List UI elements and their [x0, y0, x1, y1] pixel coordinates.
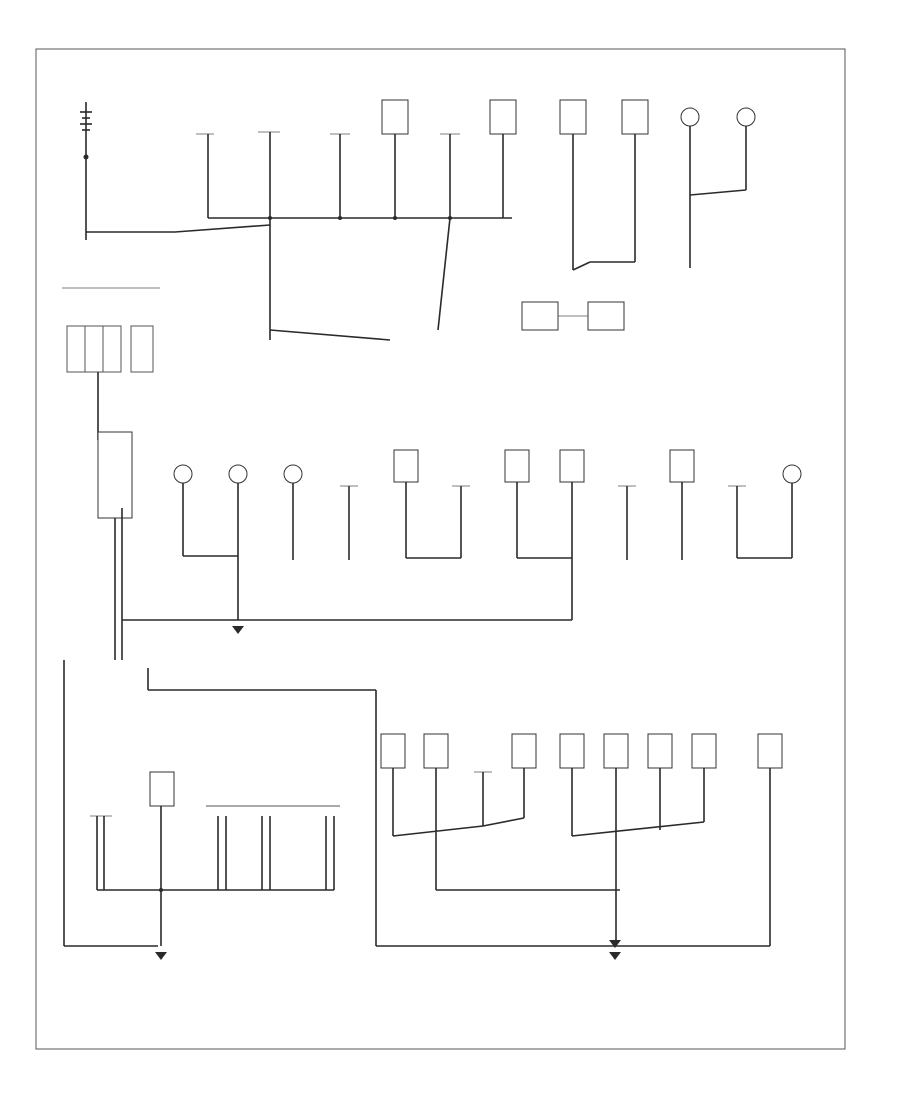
mid-component-box — [669, 449, 695, 483]
lower-right-box — [380, 733, 406, 769]
mid-lamp — [782, 464, 802, 484]
top-component-box — [559, 99, 587, 135]
lower-right-box — [559, 733, 585, 769]
mid-component-box — [393, 449, 419, 483]
middle-row-components — [97, 431, 802, 660]
mid-component-box — [504, 449, 530, 483]
left-connector-cluster — [62, 287, 160, 440]
top-component-box — [621, 99, 649, 135]
lower-right-box — [691, 733, 717, 769]
lower-right-box — [603, 733, 629, 769]
top-lamp — [680, 107, 700, 127]
mid-lamp — [228, 464, 248, 484]
mid-component-box — [559, 449, 585, 483]
lower-right-box — [647, 733, 673, 769]
ground-point — [232, 626, 244, 634]
mid-lamp — [283, 464, 303, 484]
lower-section — [63, 660, 783, 960]
ground-point — [155, 952, 167, 960]
top-component-box — [381, 99, 409, 135]
lower-right-box — [423, 733, 449, 769]
top-component-box — [489, 99, 517, 135]
ground-point — [609, 940, 621, 948]
top-lamp — [736, 107, 756, 127]
mid-lamp — [173, 464, 193, 484]
top-row-components — [80, 99, 756, 341]
relay-block — [97, 431, 133, 519]
lower-right-box — [511, 733, 537, 769]
ground-point — [609, 952, 621, 960]
lower-right-box — [757, 733, 783, 769]
battery-symbol — [80, 102, 175, 240]
diagram-frame — [35, 48, 846, 1050]
lower-component-box — [149, 771, 175, 807]
